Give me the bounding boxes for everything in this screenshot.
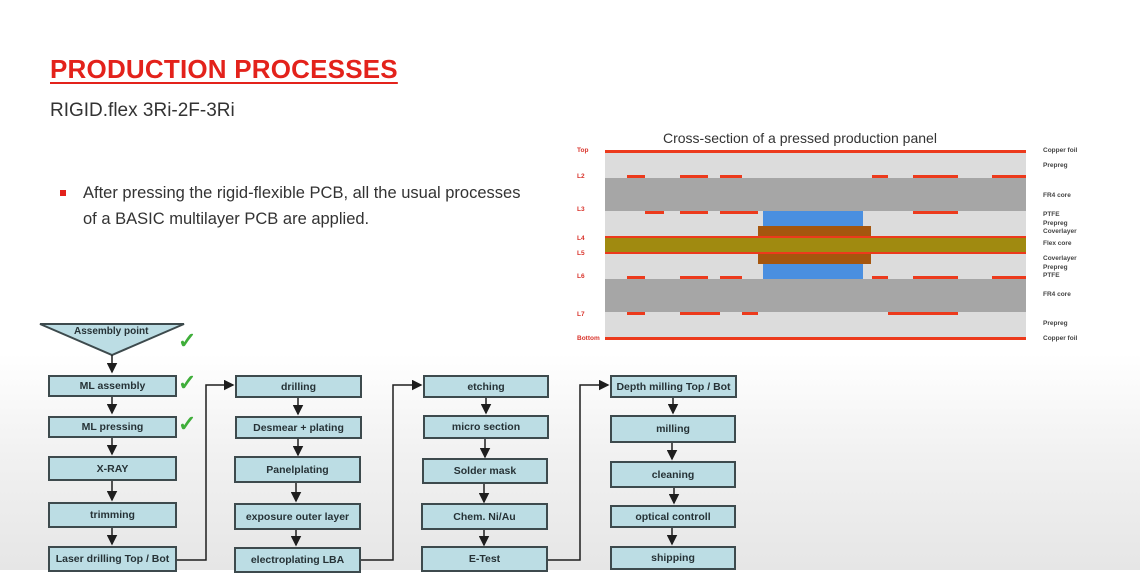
check-mark-icon: ✓	[178, 370, 197, 395]
copper-trace	[720, 175, 742, 178]
check-mark-icon: ✓	[178, 411, 197, 436]
ptfe-bottom	[763, 264, 863, 279]
copper-l4	[605, 236, 1026, 238]
flow-step-solder-mask: Solder mask	[422, 458, 548, 484]
layer-label-top: Top	[577, 147, 589, 154]
layer-label-bottom: Bottom	[577, 335, 600, 342]
flow-step-exposure-outer-layer: exposure outer layer	[234, 503, 361, 530]
layer-label-l6: L6	[577, 273, 585, 280]
check-mark-icon: ✓	[178, 328, 197, 353]
flow-step-depth-milling: Depth milling Top / Bot	[610, 375, 737, 398]
flow-step-trimming: trimming	[48, 502, 177, 528]
flow-step-drilling: drilling	[235, 375, 362, 398]
slide-title: PRODUCTION PROCESSES	[50, 54, 398, 84]
copper-trace	[872, 276, 888, 279]
copper-trace	[627, 312, 645, 315]
flow-step-ml-assembly: ML assembly	[48, 375, 177, 397]
flow-step-electroplating-lba: electroplating LBA	[234, 547, 361, 573]
material-label: Prepreg	[1043, 320, 1068, 327]
material-label: FR4 core	[1043, 192, 1071, 199]
copper-trace	[645, 211, 664, 214]
material-label: Prepreg	[1043, 220, 1068, 227]
material-label: PTFE	[1043, 272, 1060, 279]
copper-trace	[992, 175, 1026, 178]
copper-trace	[627, 175, 645, 178]
material-label: Prepreg	[1043, 162, 1068, 169]
layer-label-l4: L4	[577, 235, 585, 242]
layer-label-l5: L5	[577, 250, 585, 257]
flow-step-shipping: shipping	[610, 546, 736, 570]
copper-trace	[913, 175, 958, 178]
material-label: Copper foil	[1043, 335, 1078, 342]
copper-trace	[720, 211, 758, 214]
copper-foil-top	[605, 150, 1026, 153]
flow-step-x-ray: X-RAY	[48, 456, 177, 481]
flex-core	[605, 238, 1026, 252]
flow-step-chem-ni-au: Chem. Ni/Au	[421, 503, 548, 530]
material-label: Coverlayer	[1043, 255, 1077, 262]
material-label: Flex core	[1043, 240, 1072, 247]
copper-trace	[888, 312, 958, 315]
fr4-core-bottom	[605, 279, 1026, 312]
copper-trace	[680, 175, 708, 178]
material-label: PTFE	[1043, 211, 1060, 218]
material-label: FR4 core	[1043, 291, 1071, 298]
copper-trace	[742, 312, 758, 315]
flow-step-optical-controll: optical controll	[610, 505, 736, 528]
copper-l5	[605, 252, 1026, 254]
cross-section-diagram	[605, 148, 1026, 342]
copper-trace	[992, 276, 1026, 279]
bullet-square-icon	[60, 190, 66, 196]
copper-trace	[913, 276, 958, 279]
flow-step-ml-pressing: ML pressing	[48, 416, 177, 438]
copper-trace	[627, 276, 645, 279]
layer-label-l3: L3	[577, 206, 585, 213]
copper-foil-bottom	[605, 337, 1026, 340]
layer-label-l7: L7	[577, 311, 585, 318]
flow-step-e-test: E-Test	[421, 546, 548, 572]
flow-step-desmear-plating: Desmear + plating	[235, 416, 362, 439]
copper-trace	[913, 211, 958, 214]
flow-step-laser-drilling: Laser drilling Top / Bot	[48, 546, 177, 572]
flow-step-micro-section: micro section	[423, 415, 549, 439]
cross-section-title: Cross-section of a pressed production pa…	[663, 130, 937, 146]
bullet-text: After pressing the rigid-flexible PCB, a…	[83, 184, 521, 228]
fr4-core-top	[605, 178, 1026, 211]
material-label: Prepreg	[1043, 264, 1068, 271]
flow-start-assembly-point: Assembly point	[74, 326, 149, 337]
copper-trace	[680, 276, 708, 279]
slide-subtitle: RIGID.flex 3Ri-2F-3Ri	[50, 100, 235, 121]
ptfe-top	[763, 211, 863, 226]
copper-trace	[872, 175, 888, 178]
copper-trace	[680, 312, 720, 315]
copper-trace	[680, 211, 708, 214]
flow-step-etching: etching	[423, 375, 549, 398]
material-label: Copper foil	[1043, 147, 1078, 154]
flow-step-cleaning: cleaning	[610, 461, 736, 488]
flow-step-panelplating: Panelplating	[234, 456, 361, 483]
copper-trace	[720, 276, 742, 279]
material-label: Coverlayer	[1043, 228, 1077, 235]
flow-step-milling: milling	[610, 415, 736, 443]
layer-label-l2: L2	[577, 173, 585, 180]
